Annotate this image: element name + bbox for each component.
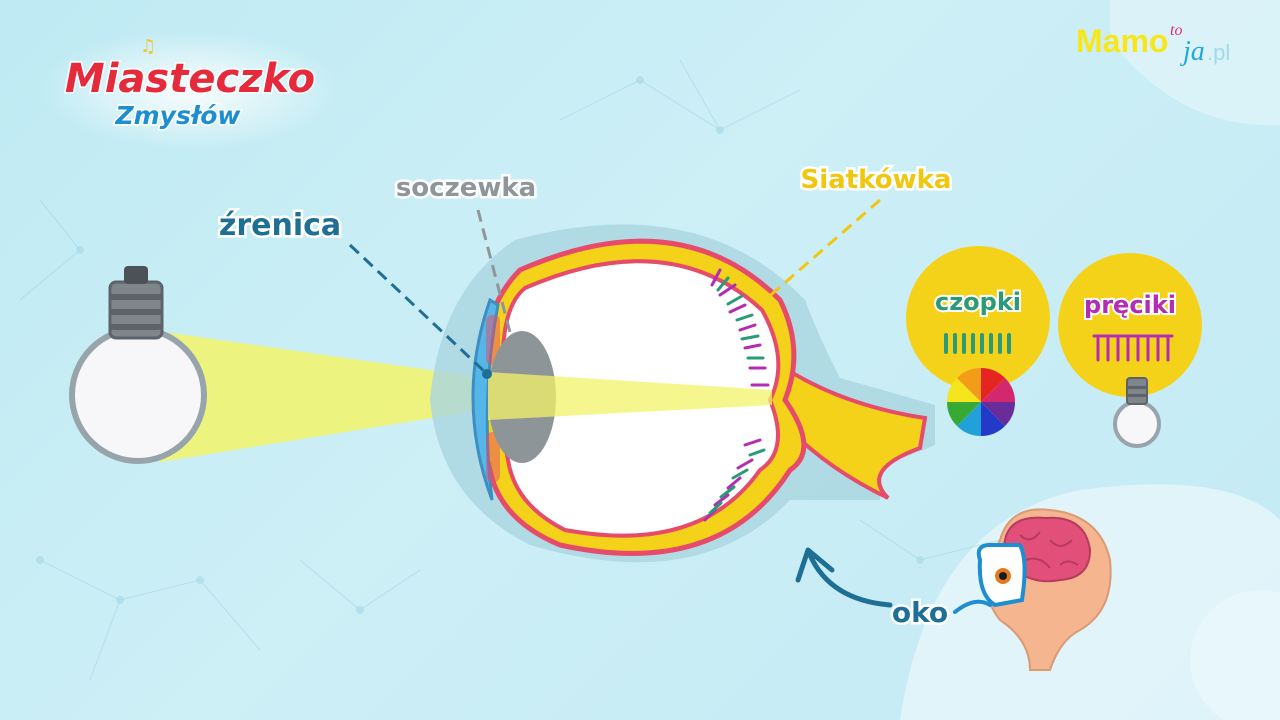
pupil bbox=[482, 369, 492, 379]
label-zrenica: źrenica bbox=[219, 208, 341, 243]
brand-part1: Mamo bbox=[1076, 23, 1168, 59]
light-bulb-icon bbox=[69, 266, 207, 464]
svg-text:Mamo: Mamo bbox=[1076, 23, 1168, 59]
zrenica-leader bbox=[348, 243, 487, 374]
label-oko: oko bbox=[892, 596, 948, 629]
small-light-bulb-icon bbox=[1113, 377, 1161, 448]
brand-part3: ja bbox=[1180, 36, 1205, 67]
brand-logo: Mamo to ja .pl bbox=[1076, 22, 1230, 67]
color-wheel-icon bbox=[947, 368, 1015, 436]
music-note-icon: ♫ bbox=[140, 36, 156, 57]
soczewka-leader bbox=[476, 209, 514, 341]
logo: Miasteczko Zmysłów ♫ bbox=[40, 30, 340, 150]
arrow-icon bbox=[807, 552, 893, 608]
retina-receptors bbox=[703, 268, 770, 522]
cones-bubble: czopki bbox=[906, 246, 1050, 436]
brand-part4: .pl bbox=[1207, 40, 1230, 65]
label-czopki: czopki bbox=[935, 288, 1021, 316]
brand-part2: to bbox=[1170, 22, 1182, 39]
head-with-brain-icon bbox=[953, 508, 1112, 671]
label-preciki: pręciki bbox=[1084, 291, 1176, 319]
logo-line2: Zmysłów bbox=[115, 101, 242, 130]
siatkowka-leader bbox=[764, 198, 881, 302]
label-soczewka: soczewka bbox=[396, 173, 536, 203]
rods-bubble: pręciki bbox=[1058, 253, 1202, 448]
logo-line1: Miasteczko bbox=[65, 56, 315, 102]
eye-cross-section bbox=[430, 224, 935, 563]
label-siatkowka: Siatkówka bbox=[801, 165, 952, 195]
